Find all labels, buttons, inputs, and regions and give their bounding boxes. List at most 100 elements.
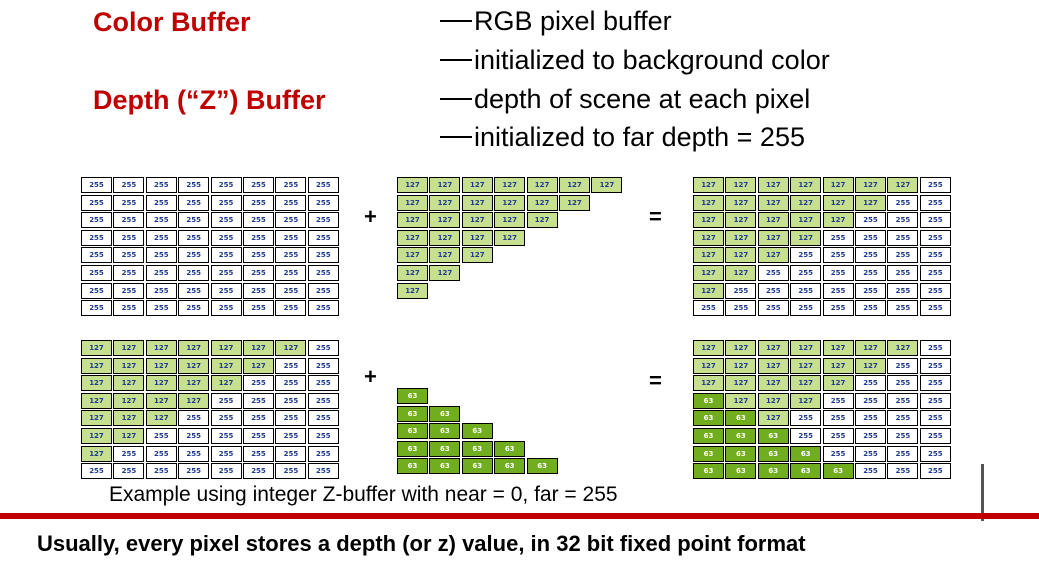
depth-cell: 255 xyxy=(822,265,854,281)
depth-cell: 127 xyxy=(693,265,724,281)
depth-cell: 127 xyxy=(725,177,757,193)
depth-cell: 255 xyxy=(307,300,339,317)
depth-cell: 127 xyxy=(693,177,724,193)
depth-cell: 63 xyxy=(725,463,757,480)
depth-cell: 63 xyxy=(693,410,724,427)
depth-cell: 127 xyxy=(559,194,590,211)
depth-cell: 127 xyxy=(397,229,428,246)
depth-cell: 127 xyxy=(461,177,493,193)
depth-cell: 255 xyxy=(145,177,177,193)
depth-cell: 63 xyxy=(429,440,461,457)
depth-cell: 63 xyxy=(757,428,789,444)
depth-cell: 255 xyxy=(887,229,919,246)
depth-cell: 255 xyxy=(307,445,339,462)
depth-cell: 255 xyxy=(178,410,210,427)
depth-cell: 63 xyxy=(397,458,428,475)
depth-buffer-label: Depth (“Z”) Buffer xyxy=(93,85,326,115)
definition-text: RGB pixel buffer xyxy=(474,6,672,36)
depth-cell: 255 xyxy=(81,177,112,193)
depth-cell: 127 xyxy=(145,410,177,427)
depth-cell: 255 xyxy=(307,357,339,374)
depth-cell: 127 xyxy=(461,212,493,229)
depth-cell: 127 xyxy=(757,212,789,229)
depth-cell: 255 xyxy=(307,392,339,409)
depth-cell: 255 xyxy=(275,392,307,409)
depth-cell: 127 xyxy=(210,357,242,374)
depth-cell: 127 xyxy=(145,357,177,374)
depth-cell: 255 xyxy=(887,194,919,211)
depth-cell: 255 xyxy=(178,282,210,299)
depth-cell: 255 xyxy=(822,229,854,246)
depth-cell: 255 xyxy=(822,282,854,299)
definition-text: depth of scene at each pixel xyxy=(474,84,811,114)
depth-cell: 255 xyxy=(822,445,854,462)
depth-cell: 255 xyxy=(210,445,242,462)
depth-cell: 255 xyxy=(81,300,112,317)
depth-cell: 255 xyxy=(243,392,274,409)
depth-cell: 63 xyxy=(757,463,789,480)
depth-cell: 63 xyxy=(790,445,822,462)
depth-cell: 127 xyxy=(757,229,789,246)
depth-cell: 255 xyxy=(855,375,886,392)
depth-cell: 255 xyxy=(113,265,145,281)
depth-cell: 127 xyxy=(494,212,526,229)
depth-cell: 255 xyxy=(275,357,307,374)
depth-cell: 63 xyxy=(757,445,789,462)
depth-cell: 255 xyxy=(210,410,242,427)
depth-cell: 255 xyxy=(919,357,951,374)
definition-text: initialized to background color xyxy=(474,45,830,75)
depth-cell: 255 xyxy=(243,463,274,480)
depth-cell: 127 xyxy=(113,428,145,444)
definition-text: initialized to far depth = 255 xyxy=(474,122,805,152)
depth-cell: 255 xyxy=(855,282,886,299)
depth-cell: 255 xyxy=(275,194,307,211)
depth-cell: 255 xyxy=(855,392,886,409)
depth-cell: 255 xyxy=(855,300,886,317)
depth-cell: 255 xyxy=(275,300,307,317)
depth-cell: 255 xyxy=(887,428,919,444)
depth-cell: 255 xyxy=(210,229,242,246)
depth-cell: 255 xyxy=(919,428,951,444)
depth-cell: 255 xyxy=(243,445,274,462)
depth-cell: 255 xyxy=(790,300,822,317)
depth-cell: 255 xyxy=(887,445,919,462)
depth-cell: 127 xyxy=(693,229,724,246)
depth-cell: 255 xyxy=(887,463,919,480)
depth-cell: 127 xyxy=(397,177,428,193)
depth-cell: 255 xyxy=(178,247,210,264)
depth-cell: 255 xyxy=(275,247,307,264)
depth-cell: 127 xyxy=(693,357,724,374)
depth-cell: 127 xyxy=(757,410,789,427)
depth-cell: 127 xyxy=(559,177,590,193)
depth-cell: 63 xyxy=(526,458,558,475)
depth-cell: 255 xyxy=(887,375,919,392)
depth-cell: 255 xyxy=(919,392,951,409)
depth-cell: 127 xyxy=(397,247,428,264)
depth-cell: 63 xyxy=(461,440,493,457)
depth-cell: 255 xyxy=(210,300,242,317)
depth-cell: 127 xyxy=(693,282,724,299)
depth-cell: 127 xyxy=(822,177,854,193)
depth-cell: 255 xyxy=(243,229,274,246)
depth-cell: 127 xyxy=(81,410,112,427)
depth-cell: 255 xyxy=(822,247,854,264)
depth-cell: 127 xyxy=(113,340,145,356)
depth-cell: 255 xyxy=(307,410,339,427)
depth-cell: 255 xyxy=(210,265,242,281)
depth-cell: 255 xyxy=(113,229,145,246)
depth-cell: 255 xyxy=(855,445,886,462)
depth-cell: 127 xyxy=(725,375,757,392)
depth-cell: 255 xyxy=(919,265,951,281)
dash-icon xyxy=(440,97,472,100)
dash-icon xyxy=(440,135,472,138)
depth-cell: 255 xyxy=(210,212,242,229)
depth-cell: 127 xyxy=(429,212,461,229)
depth-cell: 255 xyxy=(275,463,307,480)
depth-cell: 127 xyxy=(178,375,210,392)
example-caption: Example using integer Z-buffer with near… xyxy=(109,483,618,506)
depth-cell: 127 xyxy=(591,177,623,193)
depth-cell: 63 xyxy=(693,463,724,480)
depth-cell: 127 xyxy=(397,212,428,229)
depth-cell: 255 xyxy=(855,212,886,229)
depth-cell: 127 xyxy=(210,375,242,392)
